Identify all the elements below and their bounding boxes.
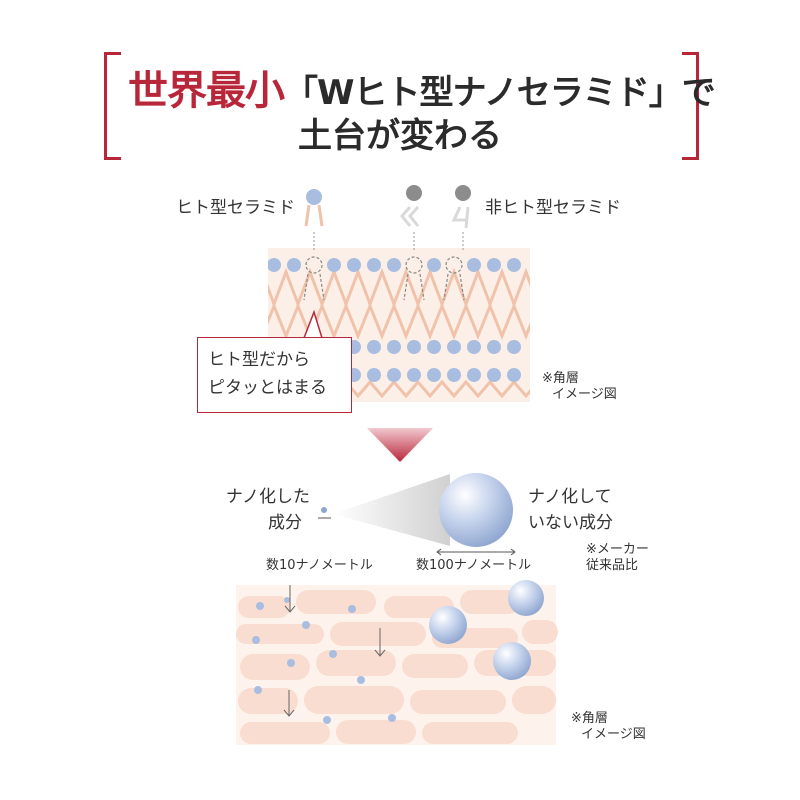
callout-pointer — [303, 309, 323, 339]
nano-right-line1: ナノ化して — [528, 487, 612, 507]
skin-note: ※角層 イメージ図 — [571, 711, 646, 743]
layer-note-line2: イメージ図 — [552, 387, 617, 402]
headline-line2: 土台が変わる — [298, 116, 502, 156]
large-particle — [439, 473, 513, 547]
nano-left-label: ナノ化した 成分 — [214, 484, 310, 536]
layer-note: ※角層 イメージ図 — [542, 371, 617, 403]
compare-note: ※メーカー 従来品比 — [586, 542, 649, 574]
nano-left-line1: ナノ化した — [225, 487, 310, 507]
human-ceramide-molecule — [304, 189, 324, 252]
nonhuman-ceramide-label: 非ヒト型セラミド — [485, 198, 621, 218]
down-arrow-icon — [367, 428, 433, 462]
callout-box: ヒト型だから ピタッとはまる — [197, 337, 352, 413]
skin-note-line1: ※角層 — [571, 711, 608, 726]
headline-rest: 「Wヒト型ナノセラミド」で — [284, 73, 716, 113]
nonhuman-ceramide-molecule-1 — [400, 185, 422, 252]
callout-line1: ヒト型だから — [208, 350, 310, 370]
nano-right-label: ナノ化して いない成分 — [528, 484, 613, 536]
nonhuman-ceramide-molecule-2 — [451, 185, 471, 252]
skin-cell-layer — [236, 580, 558, 745]
empty-slots — [303, 256, 465, 301]
headline-red: 世界最小 — [128, 68, 285, 114]
human-ceramide-label: ヒト型セラミド — [176, 198, 295, 218]
headline-line1: 世界最小「Wヒト型ナノセラミド」で — [128, 58, 716, 116]
callout-line2: ピタッとはまる — [208, 378, 327, 398]
magnify-cone — [333, 474, 450, 546]
large-size-label: 数100ナノメートル — [416, 558, 532, 573]
skin-note-line2: イメージ図 — [581, 727, 646, 742]
compare-note-line2: 従来品比 — [586, 558, 639, 573]
small-size-label: 数10ナノメートル — [266, 558, 373, 573]
left-bracket — [104, 52, 121, 160]
compare-note-line1: ※メーカー — [586, 542, 649, 557]
nano-right-line2: いない成分 — [528, 513, 613, 533]
small-particle — [321, 507, 327, 513]
nano-left-line2: 成分 — [268, 513, 302, 533]
layer-note-line1: ※角層 — [542, 371, 579, 386]
right-bracket — [682, 52, 699, 160]
